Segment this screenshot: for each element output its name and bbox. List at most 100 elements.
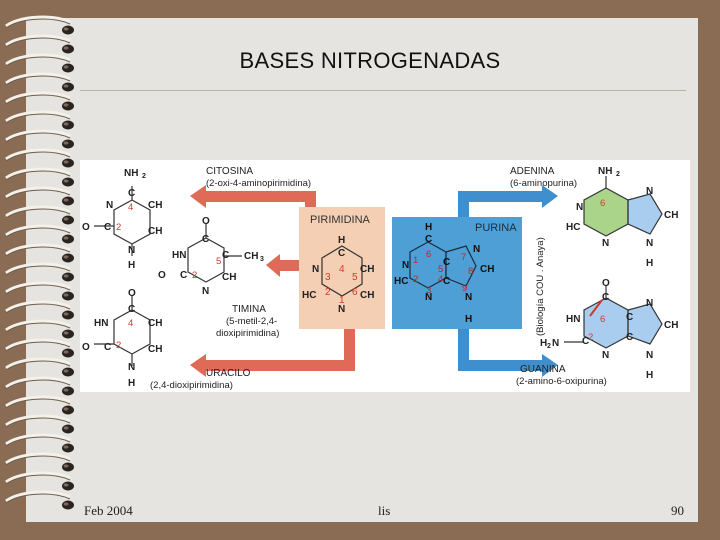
pyrimidine-label: PIRIMIDINA bbox=[310, 214, 371, 226]
purine-atom-h-bottom: H bbox=[465, 314, 472, 325]
cytosine-ring bbox=[94, 186, 151, 256]
uracil-atom-o4: O bbox=[128, 288, 136, 299]
guanine-atom-h2n-h: H bbox=[540, 338, 547, 349]
cytosine-atom-o: O bbox=[82, 222, 90, 233]
guanine-fill bbox=[584, 298, 662, 348]
guanine-atom-c5: C bbox=[626, 312, 633, 323]
adenine-atom-nh-sub: 2 bbox=[616, 171, 620, 178]
guanine-num-2: 2 bbox=[588, 332, 593, 343]
adenine-pent-fill bbox=[628, 194, 662, 234]
cytosine-atom-h: H bbox=[128, 260, 135, 271]
thymine-num-5: 5 bbox=[216, 256, 221, 267]
guanine-num-6: 6 bbox=[600, 314, 605, 325]
cytosine-atom-n1: N bbox=[128, 245, 135, 256]
uracil-num-2: 2 bbox=[116, 340, 121, 351]
cytosine-atom-n3: N bbox=[106, 200, 113, 211]
thymine-atom-c4: C bbox=[202, 234, 209, 245]
thymine-num-2: 2 bbox=[192, 270, 197, 281]
purine-box bbox=[392, 217, 522, 329]
guanine-rings bbox=[564, 286, 663, 349]
pyrimidine-atom-c: C bbox=[338, 248, 345, 259]
uracil-atom-ch6: CH bbox=[148, 344, 162, 355]
purine-atom-ch8: CH bbox=[480, 264, 494, 275]
cytosine-atom-ch5: CH bbox=[148, 200, 162, 211]
thymine-atom-ch3-sub: 3 bbox=[260, 256, 264, 263]
thymine-atom-o2: O bbox=[158, 270, 166, 281]
pyrimidine-num-6: 6 bbox=[352, 287, 358, 298]
guanine-red-bond bbox=[589, 299, 603, 317]
adenine-atom-hc: HC bbox=[566, 222, 580, 233]
uracil-atom-ch5: CH bbox=[148, 318, 162, 329]
pyrimidine-num-3: 3 bbox=[325, 272, 331, 283]
adenine-name: ADENINA bbox=[510, 166, 555, 177]
purine-num-2: 2 bbox=[413, 274, 418, 285]
pyrimidine-num-1: 1 bbox=[339, 295, 345, 306]
purine-atom-hc2: HC bbox=[394, 276, 408, 287]
adenine-atom-h: H bbox=[646, 258, 653, 269]
adenine-atom-n1: N bbox=[576, 202, 583, 213]
uracil-atom-hn: HN bbox=[94, 318, 108, 329]
pyrimidine-arrows bbox=[190, 185, 355, 377]
purine-arrows bbox=[458, 185, 558, 377]
thymine-atom-hn: HN bbox=[172, 250, 186, 261]
cytosine-name: CITOSINA bbox=[206, 166, 253, 177]
guanine-iupac: (2-amino-6-oxipurina) bbox=[516, 376, 607, 387]
uracil-ring bbox=[94, 296, 151, 366]
thymine-iupac-line1: (5-metil-2,4- bbox=[226, 316, 277, 327]
thymine-ring bbox=[187, 224, 242, 283]
pyrimidine-box bbox=[299, 207, 385, 329]
guanine-atom-h2n-n: N bbox=[552, 338, 559, 349]
binding-rings bbox=[4, 15, 76, 511]
purine-num-7: 7 bbox=[461, 252, 466, 263]
purine-num-3: 3 bbox=[426, 285, 431, 296]
cytosine-atom-c2: C bbox=[104, 222, 111, 233]
pyrimidine-num-2: 2 bbox=[325, 287, 331, 298]
thymine-atom-ch3: CH bbox=[244, 251, 258, 262]
uracil-num-4: 4 bbox=[128, 318, 133, 329]
guanine-atom-c2: C bbox=[582, 336, 589, 347]
guanine-name: GUANINA bbox=[520, 364, 566, 375]
pyrimidine-atom-h: H bbox=[338, 235, 345, 246]
cytosine-iupac: (2-oxi-4-aminopirimidina) bbox=[206, 178, 311, 189]
purine-ring bbox=[409, 241, 477, 289]
cytosine-atom-ch6: CH bbox=[148, 226, 162, 237]
guanine-atom-ch8: CH bbox=[664, 320, 678, 331]
purine-atom-c4: C bbox=[443, 276, 450, 287]
purine-num-5: 5 bbox=[438, 264, 443, 275]
footer-center-text: lis bbox=[378, 503, 391, 518]
slide-title: BASES NITROGENADAS bbox=[239, 48, 501, 73]
uracil-atom-h: H bbox=[128, 378, 135, 389]
adenine-hex-fill bbox=[584, 188, 628, 236]
guanine-atom-n9: N bbox=[646, 350, 653, 361]
adenine-atom-ch8: CH bbox=[664, 210, 678, 221]
purine-label: PURINA bbox=[475, 222, 517, 234]
guanine-atom-h2n-sub: 2 bbox=[547, 343, 551, 350]
thymine-atom-c2: C bbox=[180, 270, 187, 281]
purine-atom-h-top: H bbox=[425, 222, 432, 233]
guanine-atom-h: H bbox=[646, 370, 653, 381]
uracil-iupac: (2,4-dioxipirimidina) bbox=[150, 380, 233, 391]
uracil-atom-o2: O bbox=[82, 342, 90, 353]
cytosine-atom-nh: NH bbox=[124, 168, 138, 179]
figure-credit: (Biología COU . Anaya) bbox=[535, 237, 546, 336]
thymine-iupac-line2: dioxipirimidina) bbox=[216, 328, 279, 339]
nitrogenous-bases-figure: PIRIMIDINA H C N CH HC CH N 4 3 5 2 6 1 … bbox=[80, 160, 690, 392]
pyrimidine-atom-ch5: CH bbox=[360, 264, 374, 275]
thymine-atom-o: O bbox=[202, 216, 210, 227]
guanine-atom-n7: N bbox=[646, 298, 653, 309]
thymine-name: TIMINA bbox=[232, 304, 266, 315]
pyrimidine-atom-ch6: CH bbox=[360, 290, 374, 301]
adenine-num-6: 6 bbox=[600, 198, 605, 209]
thymine-atom-n1: N bbox=[202, 286, 209, 297]
purine-atom-c5: C bbox=[443, 257, 450, 268]
footer-date: Feb 2004 bbox=[84, 503, 133, 518]
guanine-atom-c4: C bbox=[626, 332, 633, 343]
cytosine-atom-nh-sub: 2 bbox=[142, 173, 146, 180]
uracil-atom-c2: C bbox=[104, 342, 111, 353]
purine-num-8: 8 bbox=[468, 266, 473, 277]
pyrimidine-ring bbox=[321, 245, 363, 297]
guanine-atom-hn: HN bbox=[566, 314, 580, 325]
adenine-atom-n9: N bbox=[646, 238, 653, 249]
title-divider bbox=[80, 90, 686, 91]
